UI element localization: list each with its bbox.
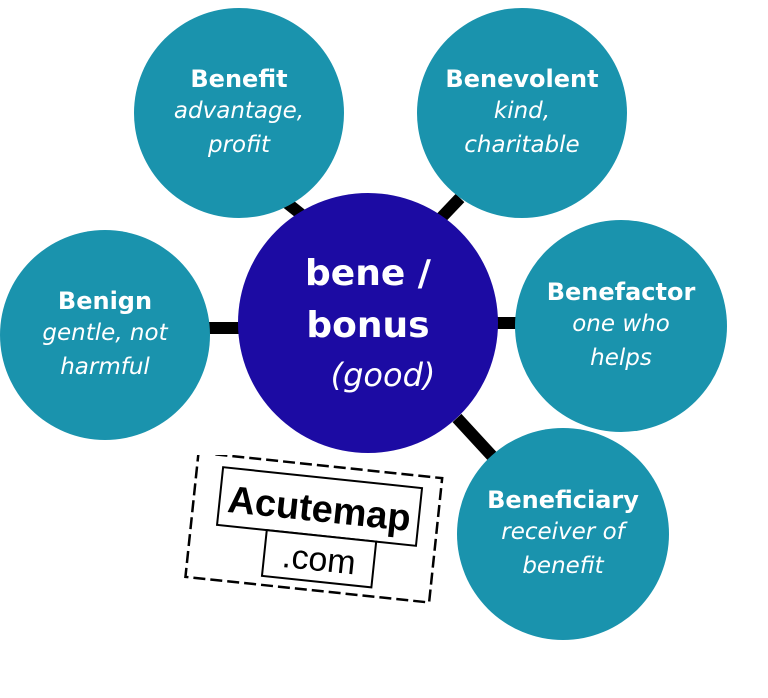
word-bubble-benevolent: Benevolent kind, charitable (417, 8, 627, 218)
word-meaning: kind, charitable (464, 98, 580, 158)
word-meaning: receiver of benefit (501, 519, 625, 579)
root-circle: bene / bonus (good) (238, 193, 498, 453)
connector-beneficiary (452, 413, 497, 461)
word-meaning: gentle, not harmful (42, 320, 168, 380)
word-label: Beneficiary (487, 486, 639, 514)
word-bubble-benign: Benign gentle, not harmful (0, 230, 210, 440)
word-meaning: advantage, profit (173, 98, 305, 158)
word-bubble-benefactor: Benefactor one who helps (515, 220, 727, 432)
root-word: bene / bonus (305, 253, 431, 346)
word-label: Benefit (190, 65, 288, 93)
acutemap-watermark-stamp: Acutemap .com (184, 455, 444, 604)
watermark-line2: .com (280, 537, 357, 582)
word-bubble-benefit: Benefit advantage, profit (134, 8, 344, 218)
word-meaning: one who helps (572, 311, 670, 371)
word-label: Benefactor (546, 278, 696, 306)
word-label: Benevolent (445, 65, 599, 93)
word-label: Benign (57, 287, 153, 315)
connector-benevolent (436, 193, 465, 223)
root-meaning: (good) (330, 356, 436, 394)
word-bubble-beneficiary: Beneficiary receiver of benefit (457, 428, 669, 640)
